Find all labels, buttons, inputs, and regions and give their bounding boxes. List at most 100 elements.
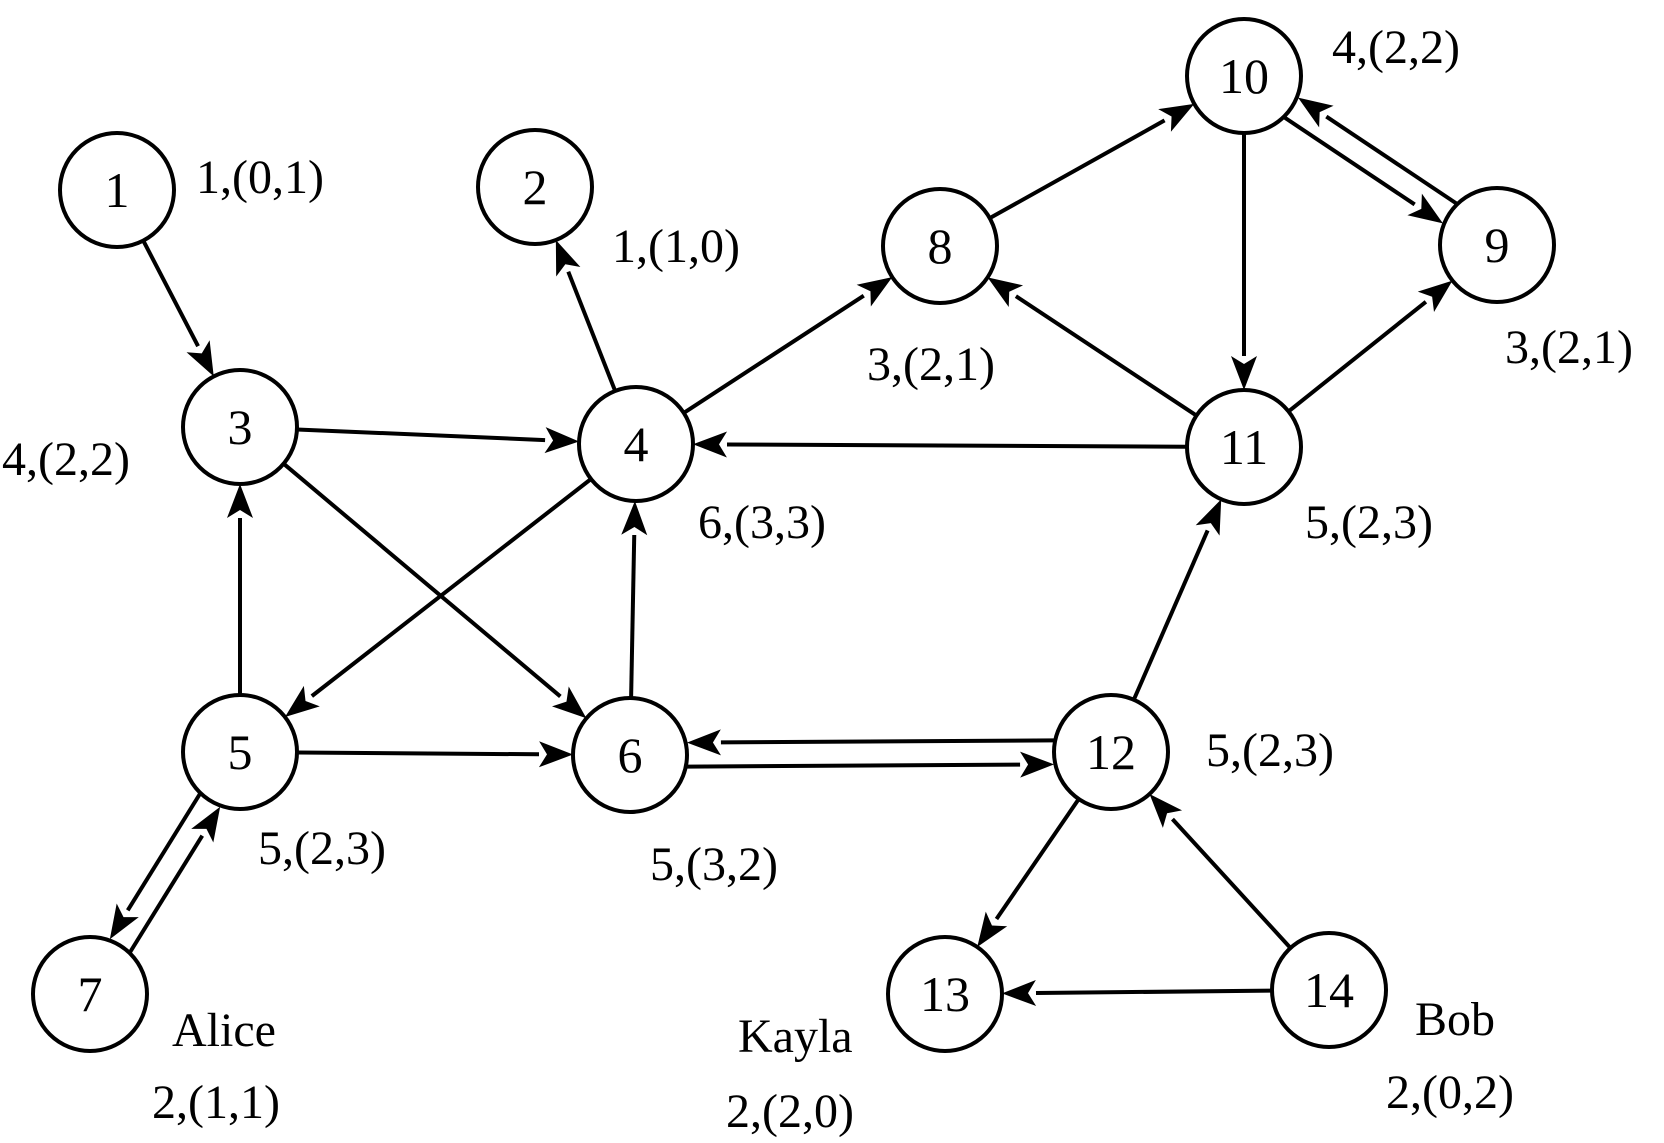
edge-6-to-4: [621, 500, 648, 699]
annotation-node-14-name: Bob: [1415, 993, 1495, 1046]
node-14-circle: [1270, 931, 1388, 1049]
node-11-label: 11: [1220, 419, 1268, 475]
edge-line: [310, 477, 593, 698]
annotation-node-8: 3,(2,1): [867, 338, 995, 391]
node-10: 10: [1185, 17, 1303, 135]
node-8-circle: [881, 187, 999, 305]
edge-6-to-12: [687, 751, 1055, 778]
node-6-label: 6: [618, 727, 643, 783]
arrow-head-icon: [551, 686, 587, 719]
edge-7-to-5: [128, 806, 221, 953]
annotation-node-5: 5,(2,3): [258, 822, 386, 875]
node-1: 1: [58, 131, 176, 249]
edge-line: [566, 270, 618, 392]
arrow-head-icon: [1019, 751, 1055, 778]
node-8-label: 8: [928, 218, 953, 274]
node-1-label: 1: [105, 162, 130, 218]
arrow-head-icon: [538, 741, 574, 768]
annotation-node-1: 1,(0,1): [196, 151, 324, 204]
node-7: 7: [31, 935, 149, 1053]
edge-5-to-7: [109, 793, 202, 940]
edge-10-to-9: [1283, 115, 1443, 224]
arrow-head-icon: [191, 806, 221, 843]
node-12: 12: [1052, 693, 1170, 811]
edge-line: [1035, 988, 1273, 996]
edge-line: [726, 442, 1188, 449]
node-3: 3: [181, 368, 299, 486]
edge-line: [720, 738, 1054, 745]
edge-4-to-8: [682, 277, 893, 415]
arrow-head-icon: [987, 277, 1024, 308]
edge-3-to-4: [296, 427, 580, 454]
edge-line: [1325, 114, 1458, 206]
node-4-label: 4: [624, 416, 649, 472]
node-4-circle: [577, 385, 695, 503]
node-7-label: 7: [78, 966, 103, 1022]
node-3-circle: [181, 368, 299, 486]
edge-line: [988, 118, 1166, 220]
arrow-head-icon: [1149, 794, 1183, 828]
edge-11-to-4: [692, 431, 1188, 458]
annotation-node-3: 4,(2,2): [2, 433, 130, 486]
annotation-node-13-name: Kayla: [738, 1010, 853, 1063]
node-9: 9: [1438, 186, 1556, 304]
node-11-circle: [1185, 388, 1303, 506]
annotation-node-11: 5,(2,3): [1305, 496, 1433, 549]
edge-14-to-13: [1001, 980, 1273, 1007]
node-13-label: 13: [920, 966, 970, 1022]
node-12-label: 12: [1086, 724, 1136, 780]
annotation-node-7: 2,(1,1): [152, 1076, 280, 1129]
arrow-head-icon: [977, 911, 1008, 947]
edge-8-to-10: [988, 103, 1195, 220]
node-6: 6: [571, 696, 689, 814]
node-14: 14: [1270, 931, 1388, 1049]
node-9-label: 9: [1485, 217, 1510, 273]
node-5: 5: [181, 693, 299, 811]
node-3-label: 3: [228, 399, 253, 455]
edge-3-to-6: [282, 462, 587, 719]
arrow-head-icon: [1298, 97, 1334, 128]
arrow-head-icon: [284, 685, 320, 718]
arrow-head-icon: [186, 340, 214, 377]
node-10-label: 10: [1219, 48, 1269, 104]
edge-line: [1283, 115, 1416, 207]
node-6-circle: [571, 696, 689, 814]
edge-10-to-11: [1231, 133, 1257, 390]
edge-line: [1014, 294, 1198, 418]
edge-5-to-3: [227, 484, 253, 695]
node-10-circle: [1185, 17, 1303, 135]
arrow-head-icon: [692, 431, 728, 458]
arrow-head-icon: [1231, 356, 1257, 390]
arrow-head-icon: [686, 729, 722, 756]
edge-12-to-6: [686, 729, 1054, 756]
edge-line: [126, 793, 202, 912]
edge-line: [687, 762, 1021, 769]
annotation-node-4: 6,(3,3): [698, 496, 826, 549]
arrow-head-icon: [1158, 103, 1195, 132]
nodes-layer: 1 2 3 4 5 6 7 8: [31, 17, 1556, 1053]
node-12-circle: [1052, 693, 1170, 811]
arrow-head-icon: [227, 484, 253, 518]
node-2-circle: [476, 128, 594, 246]
annotation-node-7-name: Alice: [172, 1004, 276, 1057]
edge-9-to-10: [1298, 97, 1458, 206]
node-5-circle: [181, 693, 299, 811]
edge-12-to-11: [1131, 499, 1222, 701]
node-9-circle: [1438, 186, 1556, 304]
edge-11-to-9: [1287, 280, 1453, 413]
arrow-head-icon: [544, 427, 580, 454]
edge-4-to-5: [284, 477, 593, 718]
edge-line: [1170, 817, 1292, 950]
annotation-node-10: 4,(2,2): [1332, 21, 1460, 74]
node-7-circle: [31, 935, 149, 1053]
node-13-circle: [886, 935, 1004, 1053]
edge-line: [1287, 300, 1428, 413]
edge-line: [141, 239, 200, 348]
edge-line: [282, 462, 562, 698]
annotations-layer: 1,(0,1) 1,(1,0) 4,(2,2) 6,(3,3) 5,(2,3) …: [2, 21, 1633, 1138]
arrow-head-icon: [621, 500, 648, 536]
edge-line: [682, 293, 865, 415]
node-1-circle: [58, 131, 176, 249]
edge-4-to-2: [555, 240, 618, 392]
